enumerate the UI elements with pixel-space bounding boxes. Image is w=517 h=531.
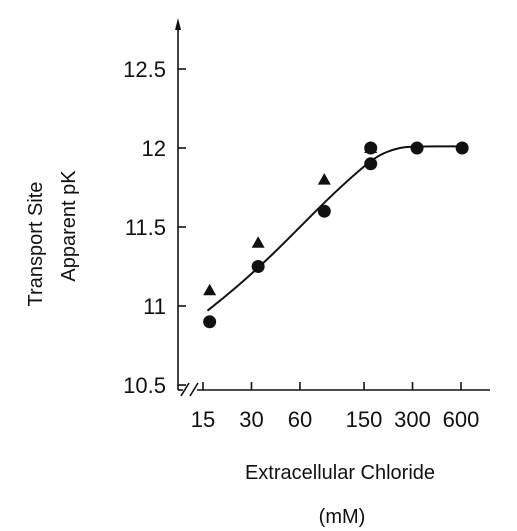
- triangle-point: [203, 283, 217, 296]
- circle-point: [410, 141, 424, 155]
- axis-labels: Transport Site Apparent pK Extracellular…: [25, 170, 435, 528]
- triangle-point: [251, 236, 265, 248]
- x-tick-label: 300: [394, 407, 431, 432]
- axis-break-mark: [189, 382, 199, 397]
- x-tick-label: 30: [239, 407, 263, 432]
- y-tick-label: 11: [143, 294, 166, 319]
- x-tick-label: 15: [191, 407, 215, 432]
- x-tick-label: 150: [346, 407, 383, 432]
- circle-point: [317, 204, 331, 218]
- triangle-point: [317, 173, 331, 185]
- y-axis-label-line2: Apparent pK: [58, 170, 80, 282]
- x-axis-unit: (mM): [319, 506, 366, 528]
- fit-curve-group: [206, 145, 464, 312]
- x-axis-label: Extracellular Chloride: [245, 462, 435, 484]
- fit-curve: [206, 145, 464, 312]
- x-tick-label: 60: [288, 407, 312, 432]
- circle-point: [455, 141, 469, 155]
- data-points: [203, 141, 469, 329]
- circle-point: [364, 157, 378, 171]
- circle-point: [364, 141, 378, 155]
- y-tick-label: 10.5: [123, 373, 166, 398]
- y-tick-label: 11.5: [125, 215, 166, 240]
- y-axis-label-line1: Transport Site: [25, 182, 47, 307]
- circle-point: [203, 315, 217, 329]
- circle-point: [251, 260, 265, 273]
- axes: 10.5 11 11.5 12 12.5 15 30 60 150 300 600: [123, 18, 490, 432]
- y-tick-label: 12.5: [123, 57, 166, 82]
- y-axis-arrow: [175, 18, 181, 30]
- x-tick-label: 600: [443, 407, 480, 432]
- axis-break-mark: [180, 382, 190, 397]
- y-tick-label: 12: [142, 136, 166, 161]
